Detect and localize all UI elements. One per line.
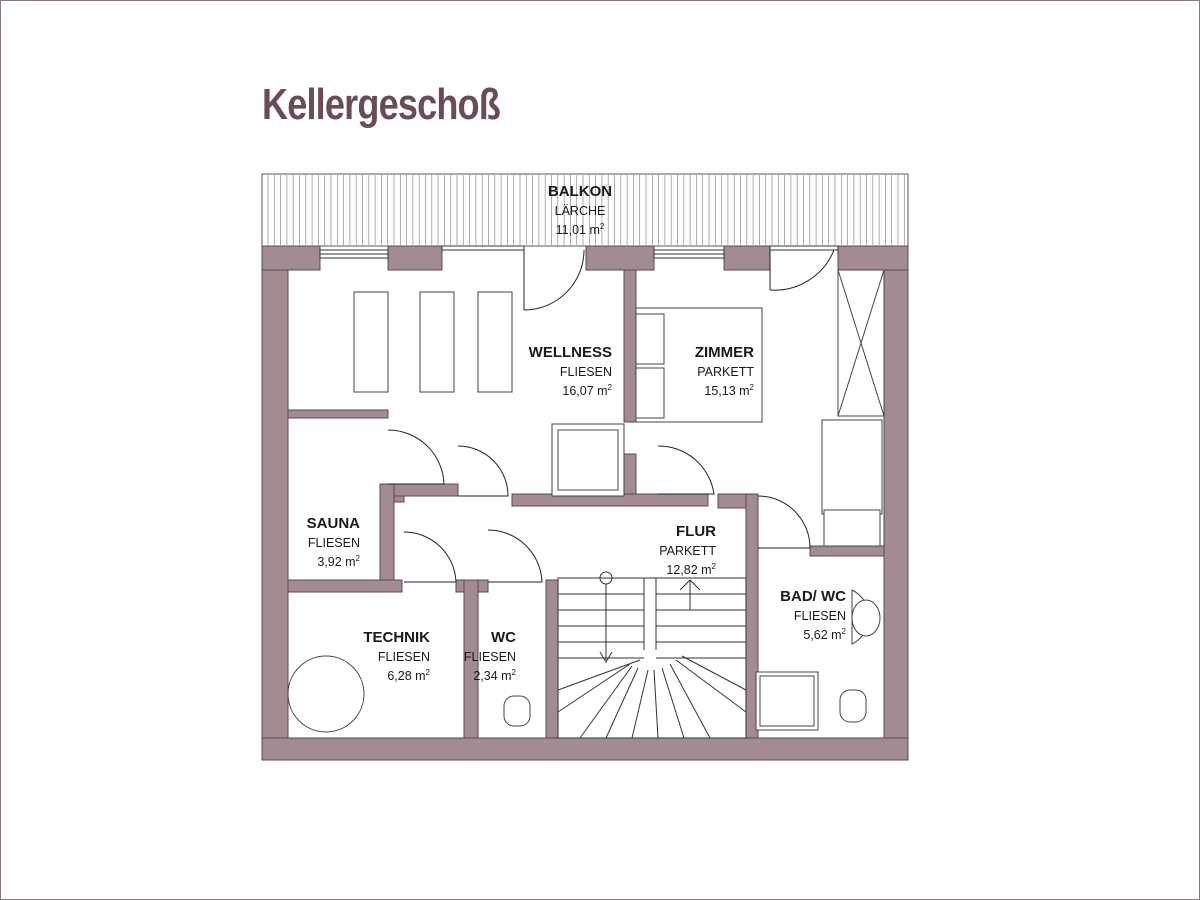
walls xyxy=(261,245,909,761)
room-area: 12,82 m2 xyxy=(666,562,716,577)
room-name: ZIMMER xyxy=(695,344,754,361)
windows xyxy=(319,245,839,259)
room-label-balkon: BALKON LÄRCHE 11,01 m2 xyxy=(548,183,612,237)
furniture xyxy=(287,269,885,733)
room-name: SAUNA xyxy=(307,515,361,532)
room-name: BAD/ WC xyxy=(780,588,846,605)
room-name: TECHNIK xyxy=(363,629,430,646)
room-area: 11,01 m2 xyxy=(556,222,605,237)
room-floor: FLIESEN xyxy=(464,650,516,664)
page-title: Kellergeschoß xyxy=(262,80,501,129)
room-area: 5,62 m2 xyxy=(803,627,846,642)
room-area: 2,34 m2 xyxy=(473,668,516,683)
room-label-technik: TECHNIK FLIESEN 6,28 m2 xyxy=(363,629,430,683)
room-floor: FLIESEN xyxy=(560,365,612,379)
room-area: 6,28 m2 xyxy=(387,668,430,683)
room-name: WELLNESS xyxy=(529,344,612,361)
room-floor: FLIESEN xyxy=(308,536,360,550)
room-name: FLUR xyxy=(676,523,716,540)
room-area: 16,07 m2 xyxy=(562,383,612,398)
room-label-badwc: BAD/ WC FLIESEN 5,62 m2 xyxy=(780,588,846,642)
room-name: BALKON xyxy=(548,183,612,200)
staircase xyxy=(557,571,747,739)
room-name: WC xyxy=(491,629,516,646)
room-floor: FLIESEN xyxy=(794,609,846,623)
room-floor: PARKETT xyxy=(697,365,754,379)
room-label-wc: WC FLIESEN 2,34 m2 xyxy=(464,629,517,683)
room-label-zimmer: ZIMMER PARKETT 15,13 m2 xyxy=(695,344,755,398)
room-label-sauna: SAUNA FLIESEN 3,92 m2 xyxy=(307,515,361,569)
room-floor: PARKETT xyxy=(659,544,716,558)
room-floor: LÄRCHE xyxy=(555,204,606,218)
room-floor: FLIESEN xyxy=(378,650,430,664)
room-label-wellness: WELLNESS FLIESEN 16,07 m2 xyxy=(529,344,613,398)
room-area: 15,13 m2 xyxy=(704,383,754,398)
room-label-flur: FLUR PARKETT 12,82 m2 xyxy=(659,523,716,577)
balcony-decking xyxy=(261,173,909,247)
room-labels: BALKON LÄRCHE 11,01 m2 WELLNESS FLIESEN 16,07… xyxy=(307,183,847,683)
room-area: 3,92 m2 xyxy=(317,554,360,569)
doors xyxy=(387,249,835,583)
